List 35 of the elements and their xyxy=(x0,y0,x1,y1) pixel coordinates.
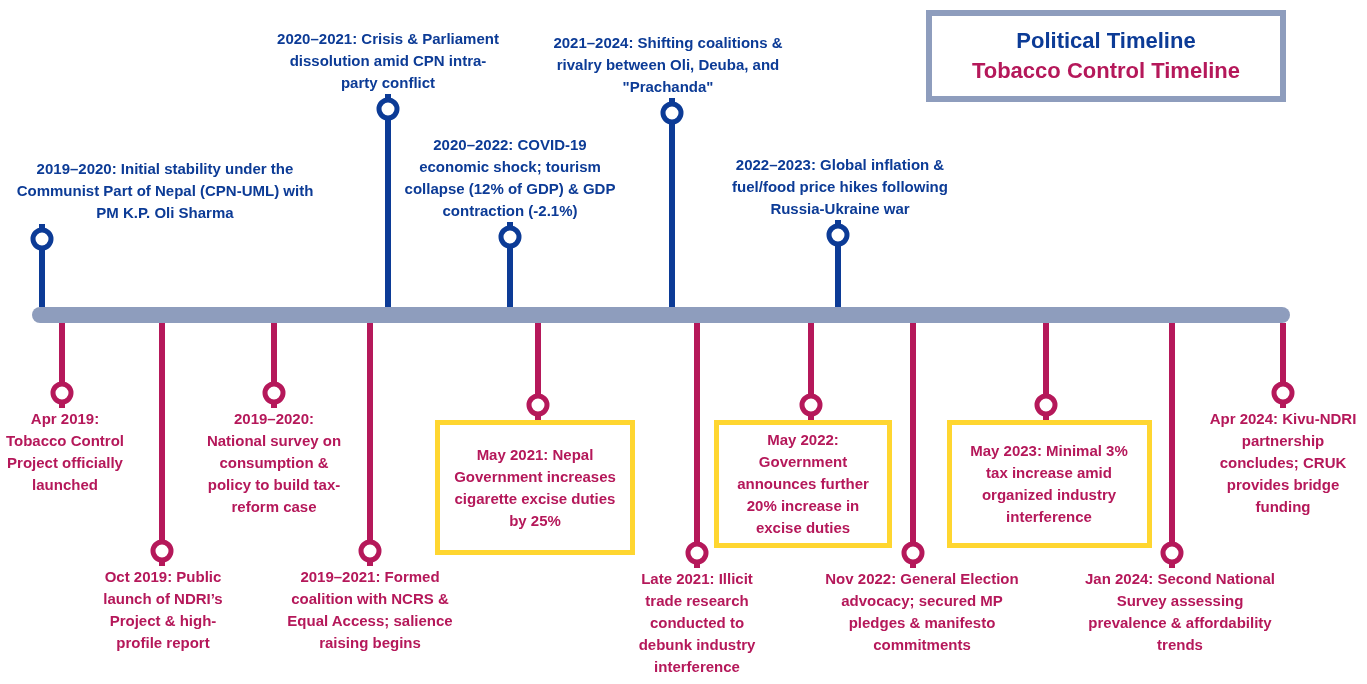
event-label: 2021–2024: Shifting coalitions & rivalry between Oli, Deuba, and "Prachanda" xyxy=(552,32,784,98)
event-label: 2019–2020: Initial stability under the Communist Part of Nepal (CPN-UML) with PM K.P. Oli Sharma xyxy=(10,158,320,224)
connector-stem xyxy=(799,323,823,420)
connector-stem xyxy=(498,222,522,307)
connector-stem xyxy=(826,220,850,307)
highlighted-event-box: May 2023: Minimal 3% tax increase amid organized industry interference xyxy=(946,420,1152,548)
event-label: 2019–2020: National survey on consumption & policy to build tax-reform case xyxy=(204,408,344,518)
event-label: Apr 2024: Kivu-NDRI partnership concludes; CRUK provides bridge funding xyxy=(1208,408,1358,518)
legend-entry: Tobacco Control Timeline xyxy=(971,57,1241,85)
connector-stem xyxy=(660,98,684,307)
connector-stem xyxy=(150,323,174,566)
connector-stem xyxy=(1160,323,1184,568)
event-label: Nov 2022: General Election advocacy; secured MP pledges & manifesto commitments xyxy=(824,568,1020,656)
connector-stem xyxy=(1271,323,1295,408)
event-label: Oct 2019: Public launch of NDRI’s Project & high-profile report xyxy=(93,566,233,654)
connector-stem xyxy=(376,94,400,307)
event-label: 2019–2021: Formed coalition with NCRS & Equal Access; salience raising begins xyxy=(270,566,470,654)
event-label: 2022–2023: Global inflation & fuel/food price hikes following Russia-Ukraine war xyxy=(705,154,975,220)
event-label: Apr 2019: Tobacco Control Project officially launched xyxy=(5,408,125,496)
timeline-bar xyxy=(32,307,1290,323)
connector-stem xyxy=(50,323,74,408)
connector-stem xyxy=(1034,323,1058,420)
legend-entry: Political Timeline xyxy=(1016,27,1196,55)
event-label: Jan 2024: Second National Survey assessing prevalence & affordability trends xyxy=(1082,568,1278,656)
connector-stem xyxy=(358,323,382,566)
highlighted-event-box: May 2022: Government announces further 20% increase in excise duties xyxy=(714,420,892,548)
highlighted-event-box: May 2021: Nepal Government increases cigarette excise duties by 25% xyxy=(435,420,635,555)
event-label: 2020–2021: Crisis & Parliament dissolution amid CPN intra-party conflict xyxy=(275,28,501,94)
connector-stem xyxy=(526,323,550,420)
event-label: 2020–2022: COVID-19 economic shock; tourism collapse (12% of GDP) & GDP contraction (-2.1%) xyxy=(402,134,618,222)
event-label: Late 2021: Illicit trade research conducted to debunk industry interference xyxy=(627,568,767,678)
connector-stem xyxy=(685,323,709,568)
connector-stem xyxy=(262,323,286,408)
connector-stem xyxy=(901,323,925,568)
connector-stem xyxy=(30,224,54,307)
